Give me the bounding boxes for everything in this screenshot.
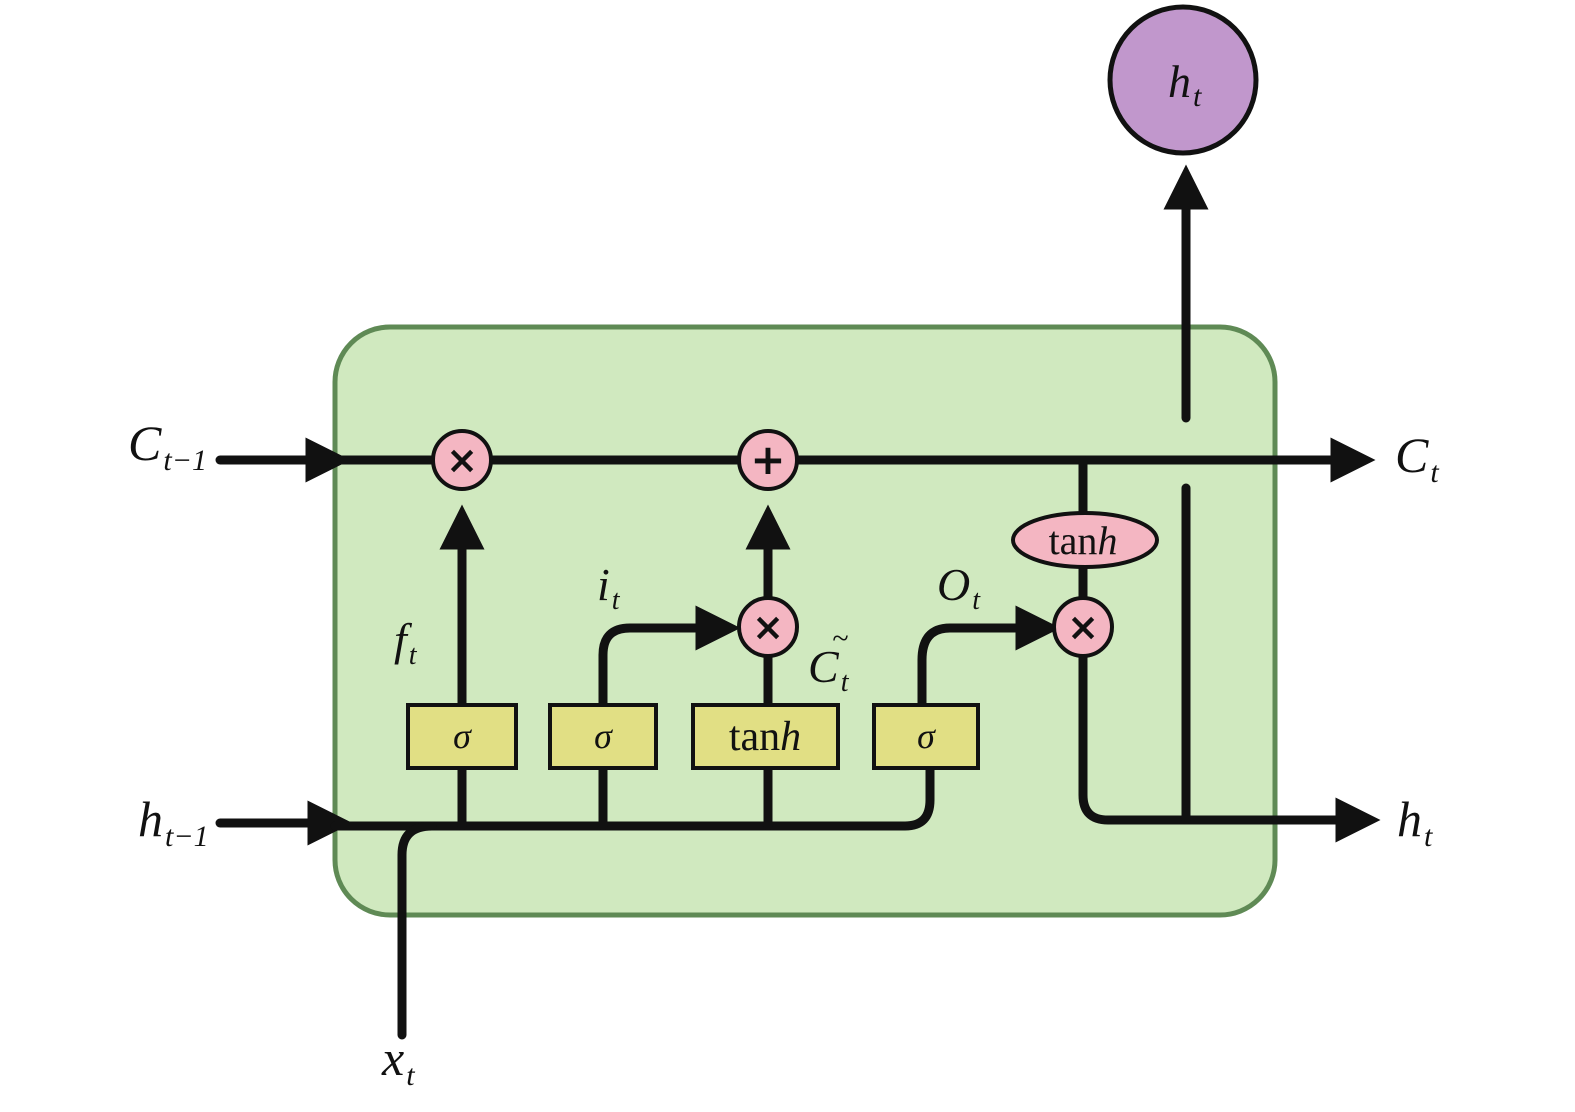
hidden-output-node: ht <box>1107 4 1259 156</box>
candidate-gate-box <box>691 703 840 770</box>
forget-multiply-op: × <box>431 429 493 491</box>
input-multiply-circle <box>737 596 799 658</box>
output-gate-sigma: σ <box>917 716 936 756</box>
hidden-output-circle <box>1107 4 1259 156</box>
cell-tanh-ellipse <box>1011 511 1159 569</box>
forget-gate: σ <box>406 703 518 770</box>
cell-add-circle <box>737 429 799 491</box>
c-prev-label: Ct−1 <box>128 415 207 477</box>
cell-tanh-label: tanh <box>1049 518 1118 563</box>
x-t-label: xt <box>381 1030 415 1092</box>
output-gate-arrow <box>917 605 1061 710</box>
hidden-input-bus <box>330 730 935 831</box>
input-gate-box <box>548 703 658 770</box>
forget-gate-sigma: σ <box>453 716 472 756</box>
c-tilde-sub: t <box>841 667 850 698</box>
cell-add-symbol: + <box>750 435 785 484</box>
h-t-main: h <box>1397 791 1422 847</box>
candidate-tanh-prefix: tan <box>729 714 780 760</box>
hidden-output-main: h <box>1168 56 1191 107</box>
o-t-sub: t <box>972 585 981 616</box>
input-multiply-op: × <box>737 596 799 658</box>
candidate-tanh-label: tanh <box>729 714 801 760</box>
candidate-tanh-suffix: h <box>780 714 801 760</box>
hidden-output-sub: t <box>1193 80 1202 113</box>
c-prev-sub: t−1 <box>163 444 207 477</box>
cell-add-op: + <box>737 429 799 491</box>
forget-multiply-symbol: × <box>446 438 478 482</box>
output-multiply-circle <box>1052 596 1114 658</box>
h-prev-main: h <box>138 791 163 847</box>
c-tilde-label: Ct <box>808 641 850 698</box>
o-t-label: Ot <box>937 559 981 616</box>
c-prev-main: C <box>128 415 162 471</box>
hidden-output-line <box>1078 645 1381 843</box>
h-t-sub: t <box>1424 820 1433 853</box>
cell-tanh-suffix: h <box>1097 518 1117 563</box>
h-prev-sub: t−1 <box>165 820 209 853</box>
c-t-main: C <box>1395 427 1429 483</box>
cell-tanh-prefix: tan <box>1049 518 1098 563</box>
output-multiply-symbol: × <box>1067 605 1099 649</box>
forget-gate-box <box>406 703 518 770</box>
o-t-main: O <box>937 559 970 610</box>
output-gate: σ <box>872 703 980 770</box>
output-gate-box <box>872 703 980 770</box>
c-t-label: Ct <box>1395 427 1439 489</box>
i-t-main: i <box>597 559 610 610</box>
x-t-sub: t <box>406 1059 415 1092</box>
hidden-output-label: ht <box>1168 56 1202 113</box>
cell-tanh-op: tanh <box>1011 511 1159 569</box>
output-multiply-op: × <box>1052 596 1114 658</box>
i-t-label: it <box>597 559 621 616</box>
input-gate: σ <box>548 703 658 770</box>
h-prev-label: ht−1 <box>138 791 209 853</box>
input-gate-arrow <box>598 605 741 710</box>
c-t-sub: t <box>1430 456 1439 489</box>
forget-multiply-circle <box>431 429 493 491</box>
c-tilde-mark: ~ <box>832 622 848 655</box>
f-t-sub: t <box>409 640 418 671</box>
input-gate-sigma: σ <box>594 716 613 756</box>
h-t-label: ht <box>1397 791 1433 853</box>
input-multiply-symbol: × <box>752 605 784 649</box>
x-t-input-line <box>397 821 437 1040</box>
c-tilde-main: C <box>808 641 840 692</box>
i-t-sub: t <box>612 585 621 616</box>
candidate-gate: tanh <box>691 703 840 770</box>
x-t-main: x <box>381 1030 404 1086</box>
